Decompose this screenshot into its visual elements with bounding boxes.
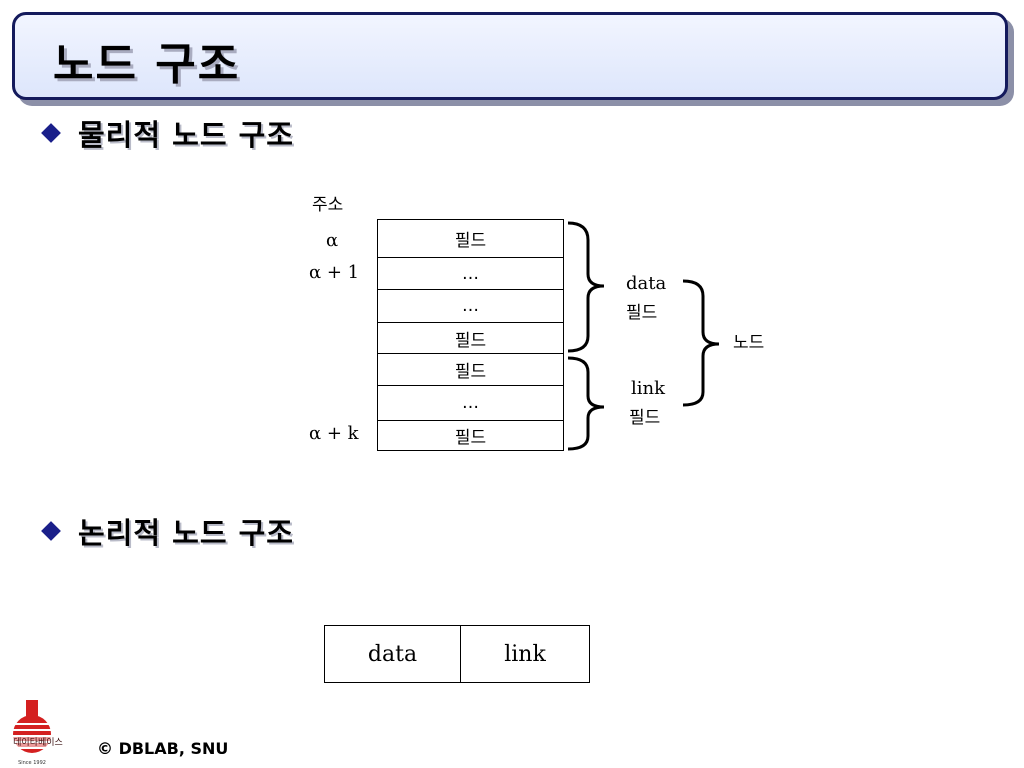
address-alpha-plus-k: α + k <box>309 423 359 444</box>
link-brace <box>567 356 605 451</box>
bullet-physical: 물리적 노드 구조 <box>40 112 294 154</box>
footer-copyright: © DBLAB, SNU <box>97 739 229 758</box>
memory-cell: … <box>378 386 563 421</box>
data-brace <box>567 221 605 353</box>
dblab-logo: 데이타베이스 Since 1992 <box>0 698 76 768</box>
bullet-text: 논리적 노드 구조 <box>78 516 294 550</box>
link-label: link <box>631 378 666 399</box>
memory-cell: 필드 <box>378 354 563 386</box>
logical-node-table: data link <box>324 625 590 683</box>
data-cell: data <box>325 626 461 682</box>
bullet-logical: 논리적 노드 구조 <box>40 510 294 552</box>
memory-cell: 필드 <box>454 428 487 448</box>
address-alpha: α <box>326 230 339 251</box>
node-brace <box>682 279 720 407</box>
data-label: data <box>626 273 667 294</box>
link-cell: link <box>504 641 546 667</box>
link-field-label: 필드 <box>629 408 661 428</box>
slide-title: 노드 구조 <box>53 39 241 90</box>
node-label: 노드 <box>733 333 765 353</box>
data-field-label: 필드 <box>626 303 658 323</box>
title-box: 노드 구조 <box>12 12 1008 100</box>
logo-since: Since 1992 <box>18 760 46 766</box>
memory-cell: … <box>378 290 563 323</box>
bullet-text: 물리적 노드 구조 <box>78 118 294 152</box>
memory-table: 필드 … … 필드 필드 … 필드 <box>377 219 564 451</box>
logo-text: 데이타베이스 <box>13 737 63 748</box>
memory-cell: … <box>378 258 563 290</box>
memory-cell: 필드 <box>378 323 563 354</box>
memory-cell: 필드 <box>378 220 563 258</box>
address-header: 주소 <box>312 195 344 215</box>
address-alpha-plus-1: α + 1 <box>309 262 360 283</box>
